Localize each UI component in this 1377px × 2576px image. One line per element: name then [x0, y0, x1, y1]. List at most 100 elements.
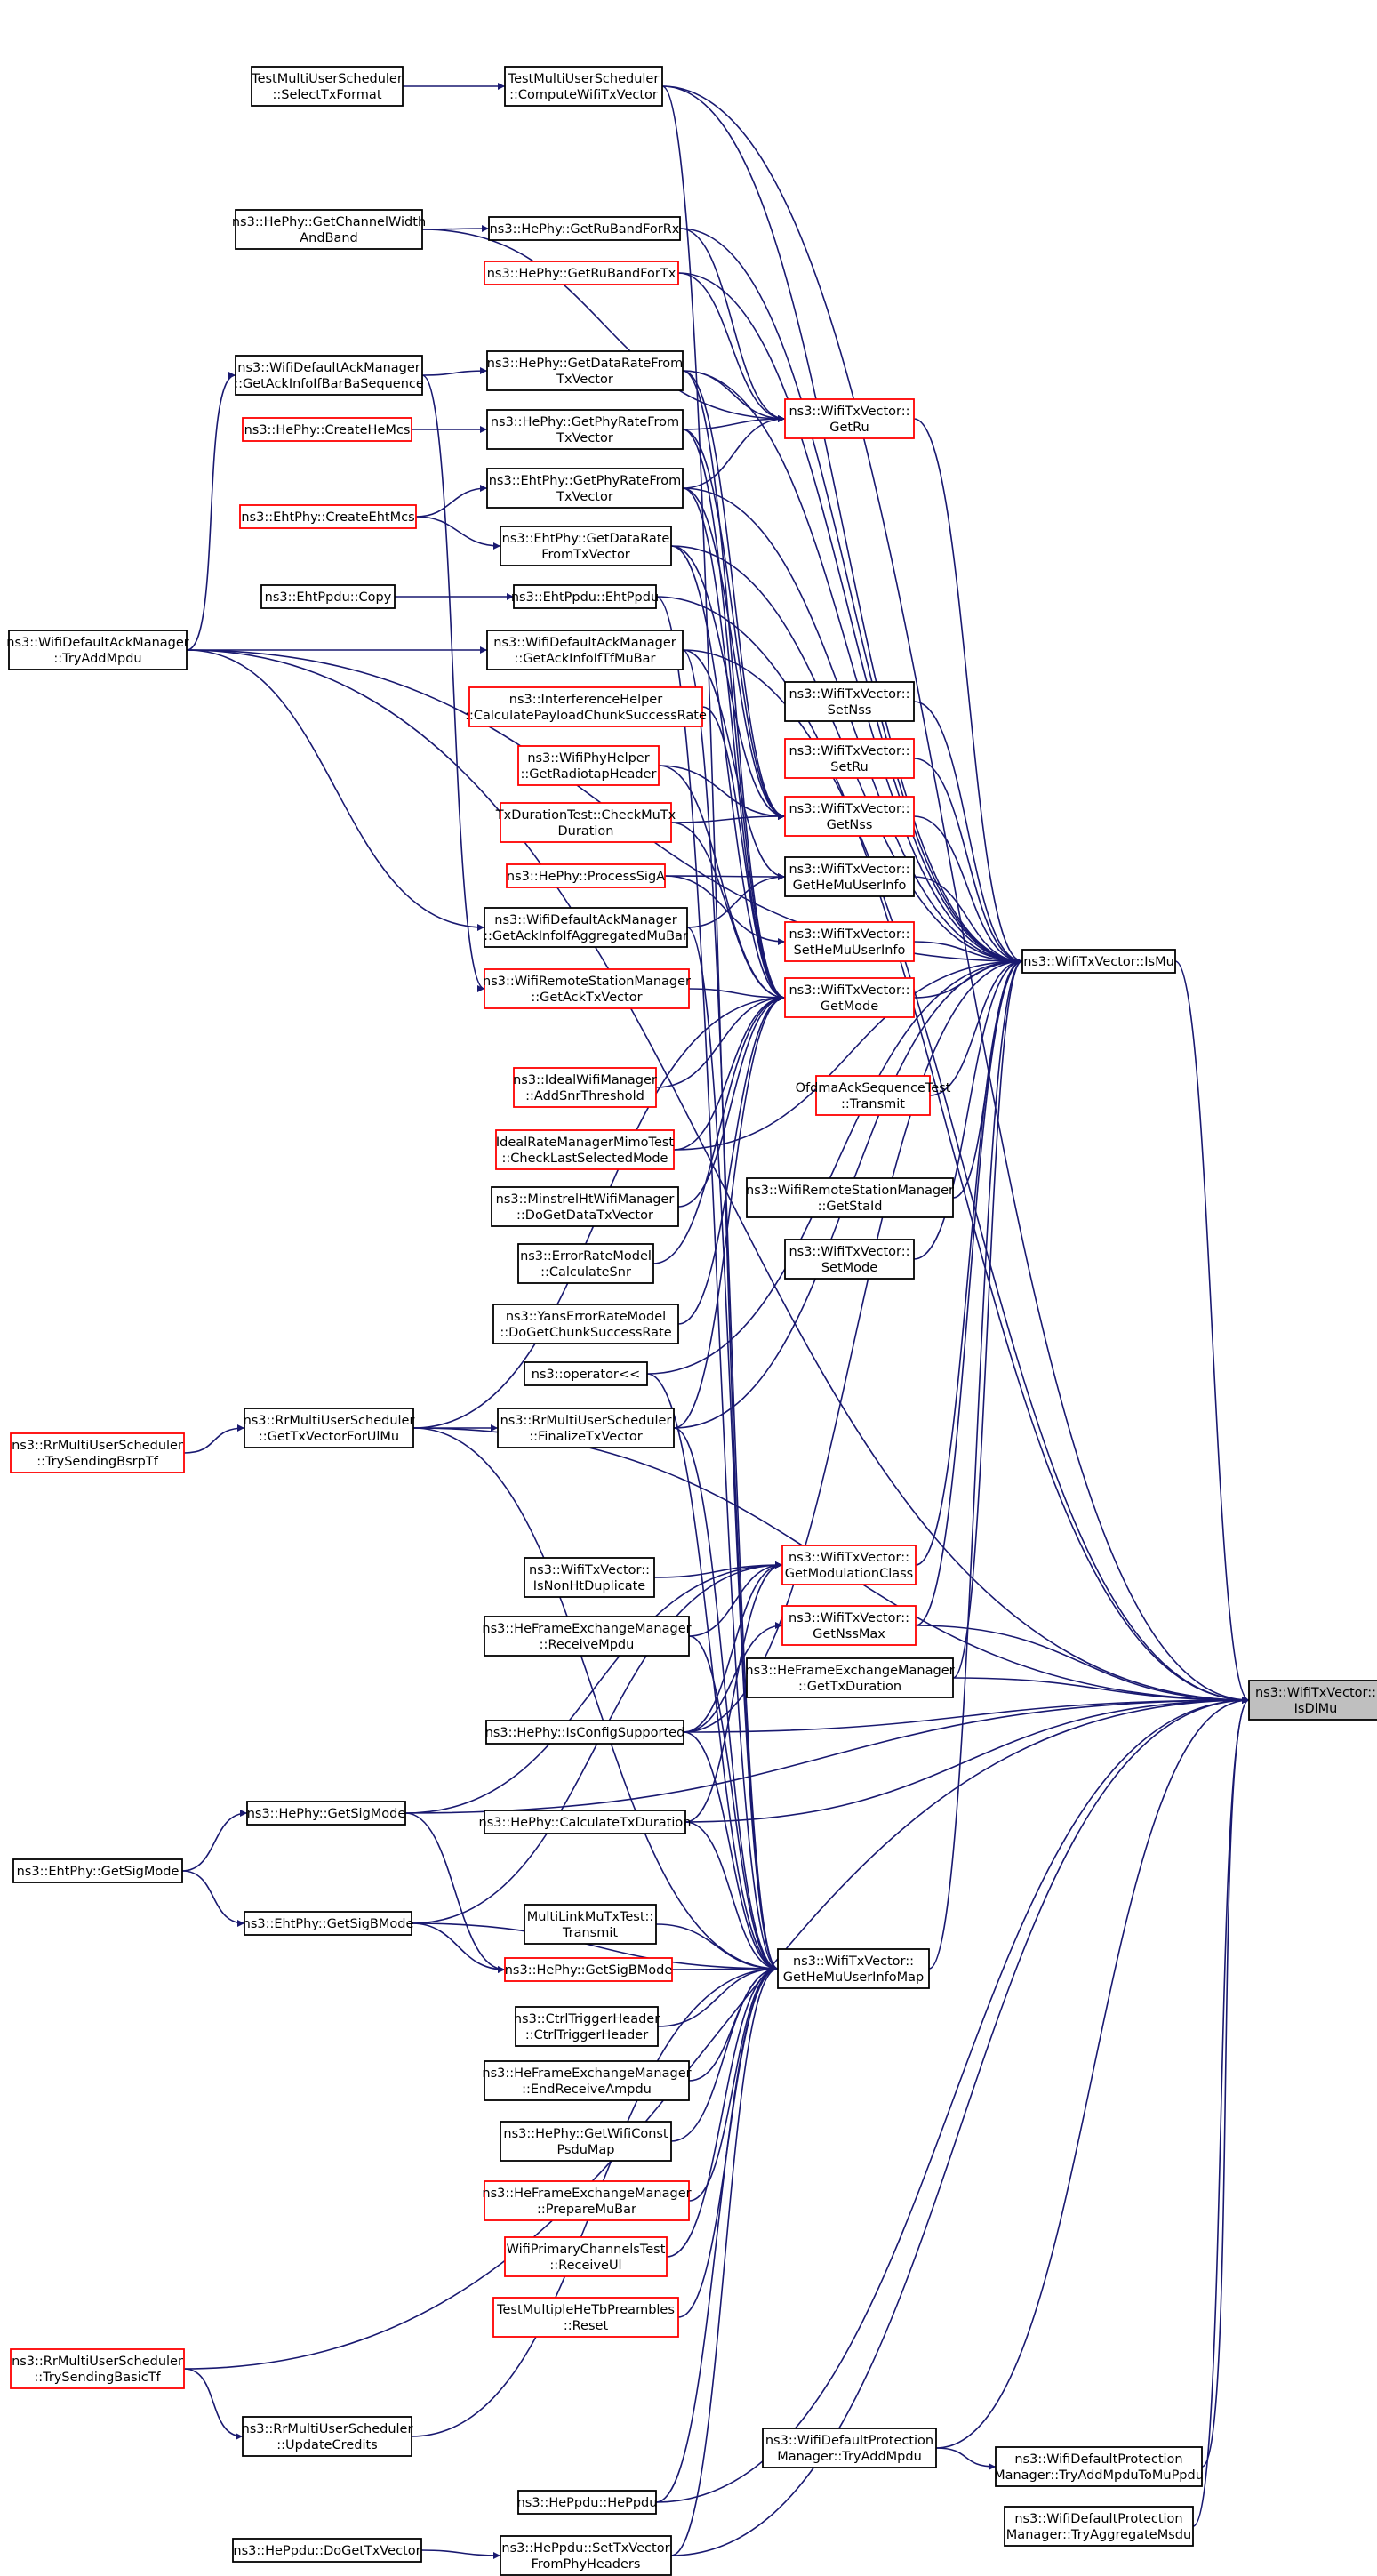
node-box — [1021, 949, 1176, 974]
node-eht-copy[interactable]: ns3::EhtPpdu::Copy — [260, 584, 396, 609]
node-ack-info-agg[interactable]: ns3::WifiDefaultAckManager::GetAckInfoIf… — [484, 907, 688, 948]
node-set-mode[interactable]: ns3::WifiTxVector::SetMode — [784, 1239, 915, 1280]
edge-he-fem-end-recv-to-get-he-mu-user-info-map — [688, 1965, 779, 2082]
node-he-fem-get-tx-duration[interactable]: ns3::HeFrameExchangeManager::GetTxDurati… — [745, 1657, 955, 1698]
node-rr-finalize[interactable]: ns3::RrMultiUserScheduler::FinalizeTxVec… — [497, 1408, 675, 1448]
node-is-config-supported[interactable]: ns3::HePhy::IsConfigSupported — [485, 1720, 685, 1745]
node-get-mode[interactable]: ns3::WifiTxVector::GetMode — [784, 977, 915, 1018]
node-label: MultiLinkMuTxTest:: — [527, 1910, 654, 1924]
node-ideal-rate-test[interactable]: IdealRateManagerMimoTest::CheckLastSelec… — [495, 1129, 675, 1170]
node-get-nss[interactable]: ns3::WifiTxVector::GetNss — [784, 796, 915, 837]
node-label: SetMode — [821, 1261, 877, 1275]
node-rr-get-tx-ul[interactable]: ns3::RrMultiUserScheduler::GetTxVectorFo… — [244, 1408, 415, 1448]
node-create-eht-mcs[interactable]: ns3::EhtPhy::CreateEhtMcs — [239, 504, 417, 529]
node-test-mu-select[interactable]: TestMultiUserScheduler::SelectTxFormat — [251, 66, 404, 107]
edge-def-prot-agg-msdu-to-is-dl-mu — [1192, 1697, 1250, 2527]
node-label: AndBand — [300, 231, 358, 245]
node-label: ::PrepareMuBar — [537, 2203, 636, 2217]
node-he-fem-receive[interactable]: ns3::HeFrameExchangeManager::ReceiveMpdu — [482, 1616, 692, 1657]
node-eht-get-sig-mode[interactable]: ns3::EhtPhy::GetSigMode — [12, 1858, 183, 1883]
node-box — [484, 261, 679, 285]
node-label: Manager::TryAddMpduToMuPpdu — [994, 2468, 1204, 2483]
node-interference[interactable]: ns3::InterferenceHelper::CalculatePayloa… — [465, 686, 707, 727]
node-ideal-add-snr[interactable]: ns3::IdealWifiManager::AddSnrThreshold — [513, 1067, 657, 1108]
node-set-nss[interactable]: ns3::WifiTxVector::SetNss — [784, 681, 915, 722]
node-multi-link[interactable]: MultiLinkMuTxTest::Transmit — [524, 1904, 657, 1945]
node-rr-bsrp[interactable]: ns3::RrMultiUserScheduler::TrySendingBsr… — [10, 1432, 185, 1473]
node-label: ns3::HePpdu::DoGetTxVector — [233, 2544, 420, 2558]
node-label: ::CtrlTriggerHeader — [525, 2028, 648, 2042]
node-def-prot-agg-msdu[interactable]: ns3::WifiDefaultProtectionManager::TryAg… — [1004, 2506, 1194, 2547]
node-process-sig-a[interactable]: ns3::HePhy::ProcessSigA — [506, 863, 666, 888]
node-error-rate[interactable]: ns3::ErrorRateModel::CalculateSnr — [517, 1243, 654, 1284]
node-test-multiple-he-tb[interactable]: TestMultipleHeTbPreambles::Reset — [492, 2297, 679, 2338]
node-get-ru-band-for-rx[interactable]: ns3::HePhy::GetRuBandForRx — [488, 216, 681, 241]
node-test-mu-compute[interactable]: TestMultiUserScheduler::ComputeWifiTxVec… — [504, 66, 663, 107]
node-box — [492, 1304, 679, 1344]
node-rr-update-credits[interactable]: ns3::RrMultiUserScheduler::UpdateCredits — [242, 2416, 413, 2457]
node-def-prot-try-add[interactable]: ns3::WifiDefaultProtectionManager::TryAd… — [762, 2428, 937, 2468]
node-box — [484, 2060, 690, 2101]
node-wifi-primary[interactable]: WifiPrimaryChannelsTest::ReceiveUl — [504, 2236, 668, 2277]
node-calc-tx-duration[interactable]: ns3::HePhy::CalculateTxDuration — [479, 1810, 692, 1834]
node-def-prot-try-add-mu[interactable]: ns3::WifiDefaultProtectionManager::TryAd… — [994, 2446, 1204, 2487]
node-he-ppdu[interactable]: ns3::HePpdu::HePpdu — [517, 2490, 658, 2515]
node-try-add-mpdu[interactable]: ns3::WifiDefaultAckManager::TryAddMpdu — [6, 630, 189, 670]
node-op-shift[interactable]: ns3::operator<< — [524, 1361, 648, 1386]
node-label: ns3::WifiDefaultAckManager — [494, 913, 677, 927]
node-ctrl-trigger[interactable]: ns3::CtrlTriggerHeader::CtrlTriggerHeade… — [514, 2006, 660, 2047]
node-eht-get-sig-b-mode[interactable]: ns3::EhtPhy::GetSigBMode — [243, 1911, 414, 1936]
node-is-non-ht-dup[interactable]: ns3::WifiTxVector::IsNonHtDuplicate — [524, 1557, 655, 1598]
node-get-ru[interactable]: ns3::WifiTxVector::GetRu — [784, 398, 915, 439]
node-yans-error[interactable]: ns3::YansErrorRateModel::DoGetChunkSucce… — [492, 1304, 679, 1344]
node-label: ::Reset — [564, 2319, 609, 2333]
edge-layer — [181, 83, 1250, 2559]
node-ofdma-ack[interactable]: OfdmaAckSequenceTest::Transmit — [796, 1075, 951, 1116]
node-he-get-sig-mode[interactable]: ns3::HePhy::GetSigMode — [246, 1801, 406, 1826]
node-set-ru[interactable]: ns3::WifiTxVector::SetRu — [784, 738, 915, 779]
node-rr-basic-tf[interactable]: ns3::RrMultiUserScheduler::TrySendingBas… — [10, 2348, 185, 2389]
node-get-ru-band-for-tx[interactable]: ns3::HePhy::GetRuBandForTx — [484, 261, 679, 285]
node-radiotap[interactable]: ns3::WifiPhyHelper::GetRadiotapHeader — [517, 745, 660, 786]
node-set-he-mu-user-info[interactable]: ns3::WifiTxVector::SetHeMuUserInfo — [784, 921, 915, 962]
node-box — [506, 863, 666, 888]
node-get-he-mu-user-info[interactable]: ns3::WifiTxVector::GetHeMuUserInfo — [784, 856, 915, 897]
node-label: ns3::MinstrelHtWifiManager — [496, 1192, 675, 1207]
node-get-ack-tx[interactable]: ns3::WifiRemoteStationManager::GetAckTxV… — [483, 968, 691, 1009]
node-minstrel[interactable]: ns3::MinstrelHtWifiManager::DoGetDataTxV… — [491, 1186, 679, 1227]
node-box — [484, 1616, 690, 1657]
node-box — [517, 2490, 657, 2515]
node-create-he-mcs[interactable]: ns3::HePhy::CreateHeMcs — [242, 417, 412, 442]
node-is-mu[interactable]: ns3::WifiTxVector::IsMu — [1021, 949, 1176, 974]
edge-set-nss-to-is-mu — [913, 701, 1023, 965]
edge-yans-error-to-get-mode — [677, 994, 786, 1325]
node-do-get-tx-vector[interactable]: ns3::HePpdu::DoGetTxVector — [232, 2538, 422, 2563]
node-label: ns3::RrMultiUserScheduler — [12, 1439, 183, 1453]
node-get-nss-max[interactable]: ns3::WifiTxVector::GetNssMax — [781, 1605, 917, 1646]
node-get-modulation-class[interactable]: ns3::WifiTxVector::GetModulationClass — [781, 1545, 917, 1585]
node-eht-ppdu[interactable]: ns3::EhtPpdu::EhtPpdu — [511, 584, 659, 609]
edge-rr-finalize-to-get-he-mu-user-info-map — [673, 1427, 779, 1972]
node-is-dl-mu[interactable]: ns3::WifiTxVector::IsDlMu — [1248, 1680, 1377, 1721]
edge-set-tx-vector-to-get-he-mu-user-info-map — [670, 1965, 779, 2556]
node-label: ::Transmit — [841, 1097, 905, 1111]
node-ack-info-tf[interactable]: ns3::WifiDefaultAckManager::GetAckInfoIf… — [486, 630, 684, 670]
node-label: ::AddSnrThreshold — [525, 1089, 644, 1103]
node-get-he-mu-user-info-map[interactable]: ns3::WifiTxVector::GetHeMuUserInfoMap — [777, 1948, 930, 1989]
node-label: ns3::WifiRemoteStationManager — [483, 975, 691, 989]
node-he-get-sig-b-mode[interactable]: ns3::HePhy::GetSigBMode — [504, 1957, 673, 1982]
node-get-sta-id[interactable]: ns3::WifiRemoteStationManager::GetStaId — [746, 1177, 954, 1218]
node-prepare-mu-bar[interactable]: ns3::HeFrameExchangeManager::PrepareMuBa… — [482, 2180, 692, 2221]
node-box — [504, 66, 663, 107]
node-ack-info-bar[interactable]: ns3::WifiDefaultAckManager::GetAckInfoIf… — [234, 355, 424, 396]
node-he-fem-end-recv[interactable]: ns3::HeFrameExchangeManager::EndReceiveA… — [482, 2060, 692, 2101]
node-box — [492, 2297, 679, 2338]
